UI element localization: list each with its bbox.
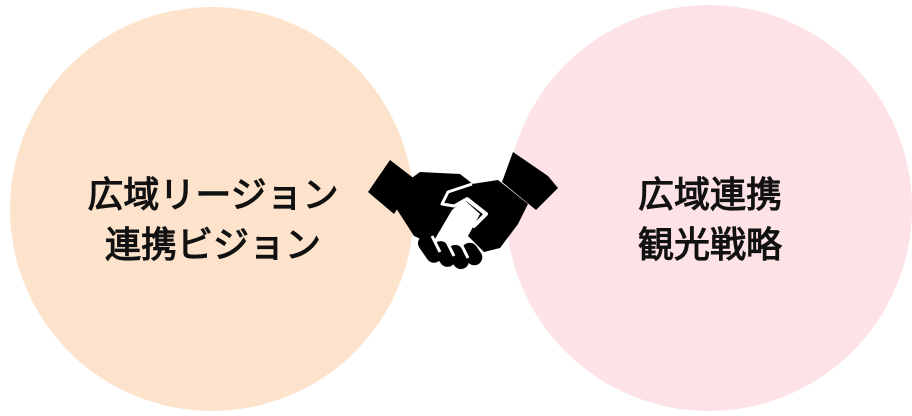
- left-circle-label: 広域リージョン 連携ビジョン: [58, 171, 368, 271]
- handshake-icon: [368, 152, 558, 270]
- right-circle: [506, 5, 912, 411]
- right-label-line-2: 観光戦略: [637, 225, 782, 266]
- left-label-line-2: 連携ビジョン: [104, 225, 321, 266]
- right-label-line-1: 広域連携: [637, 175, 782, 216]
- left-circle: [10, 7, 414, 411]
- right-circle-label: 広域連携 観光戦略: [560, 171, 860, 271]
- left-label-line-1: 広域リージョン: [87, 175, 339, 216]
